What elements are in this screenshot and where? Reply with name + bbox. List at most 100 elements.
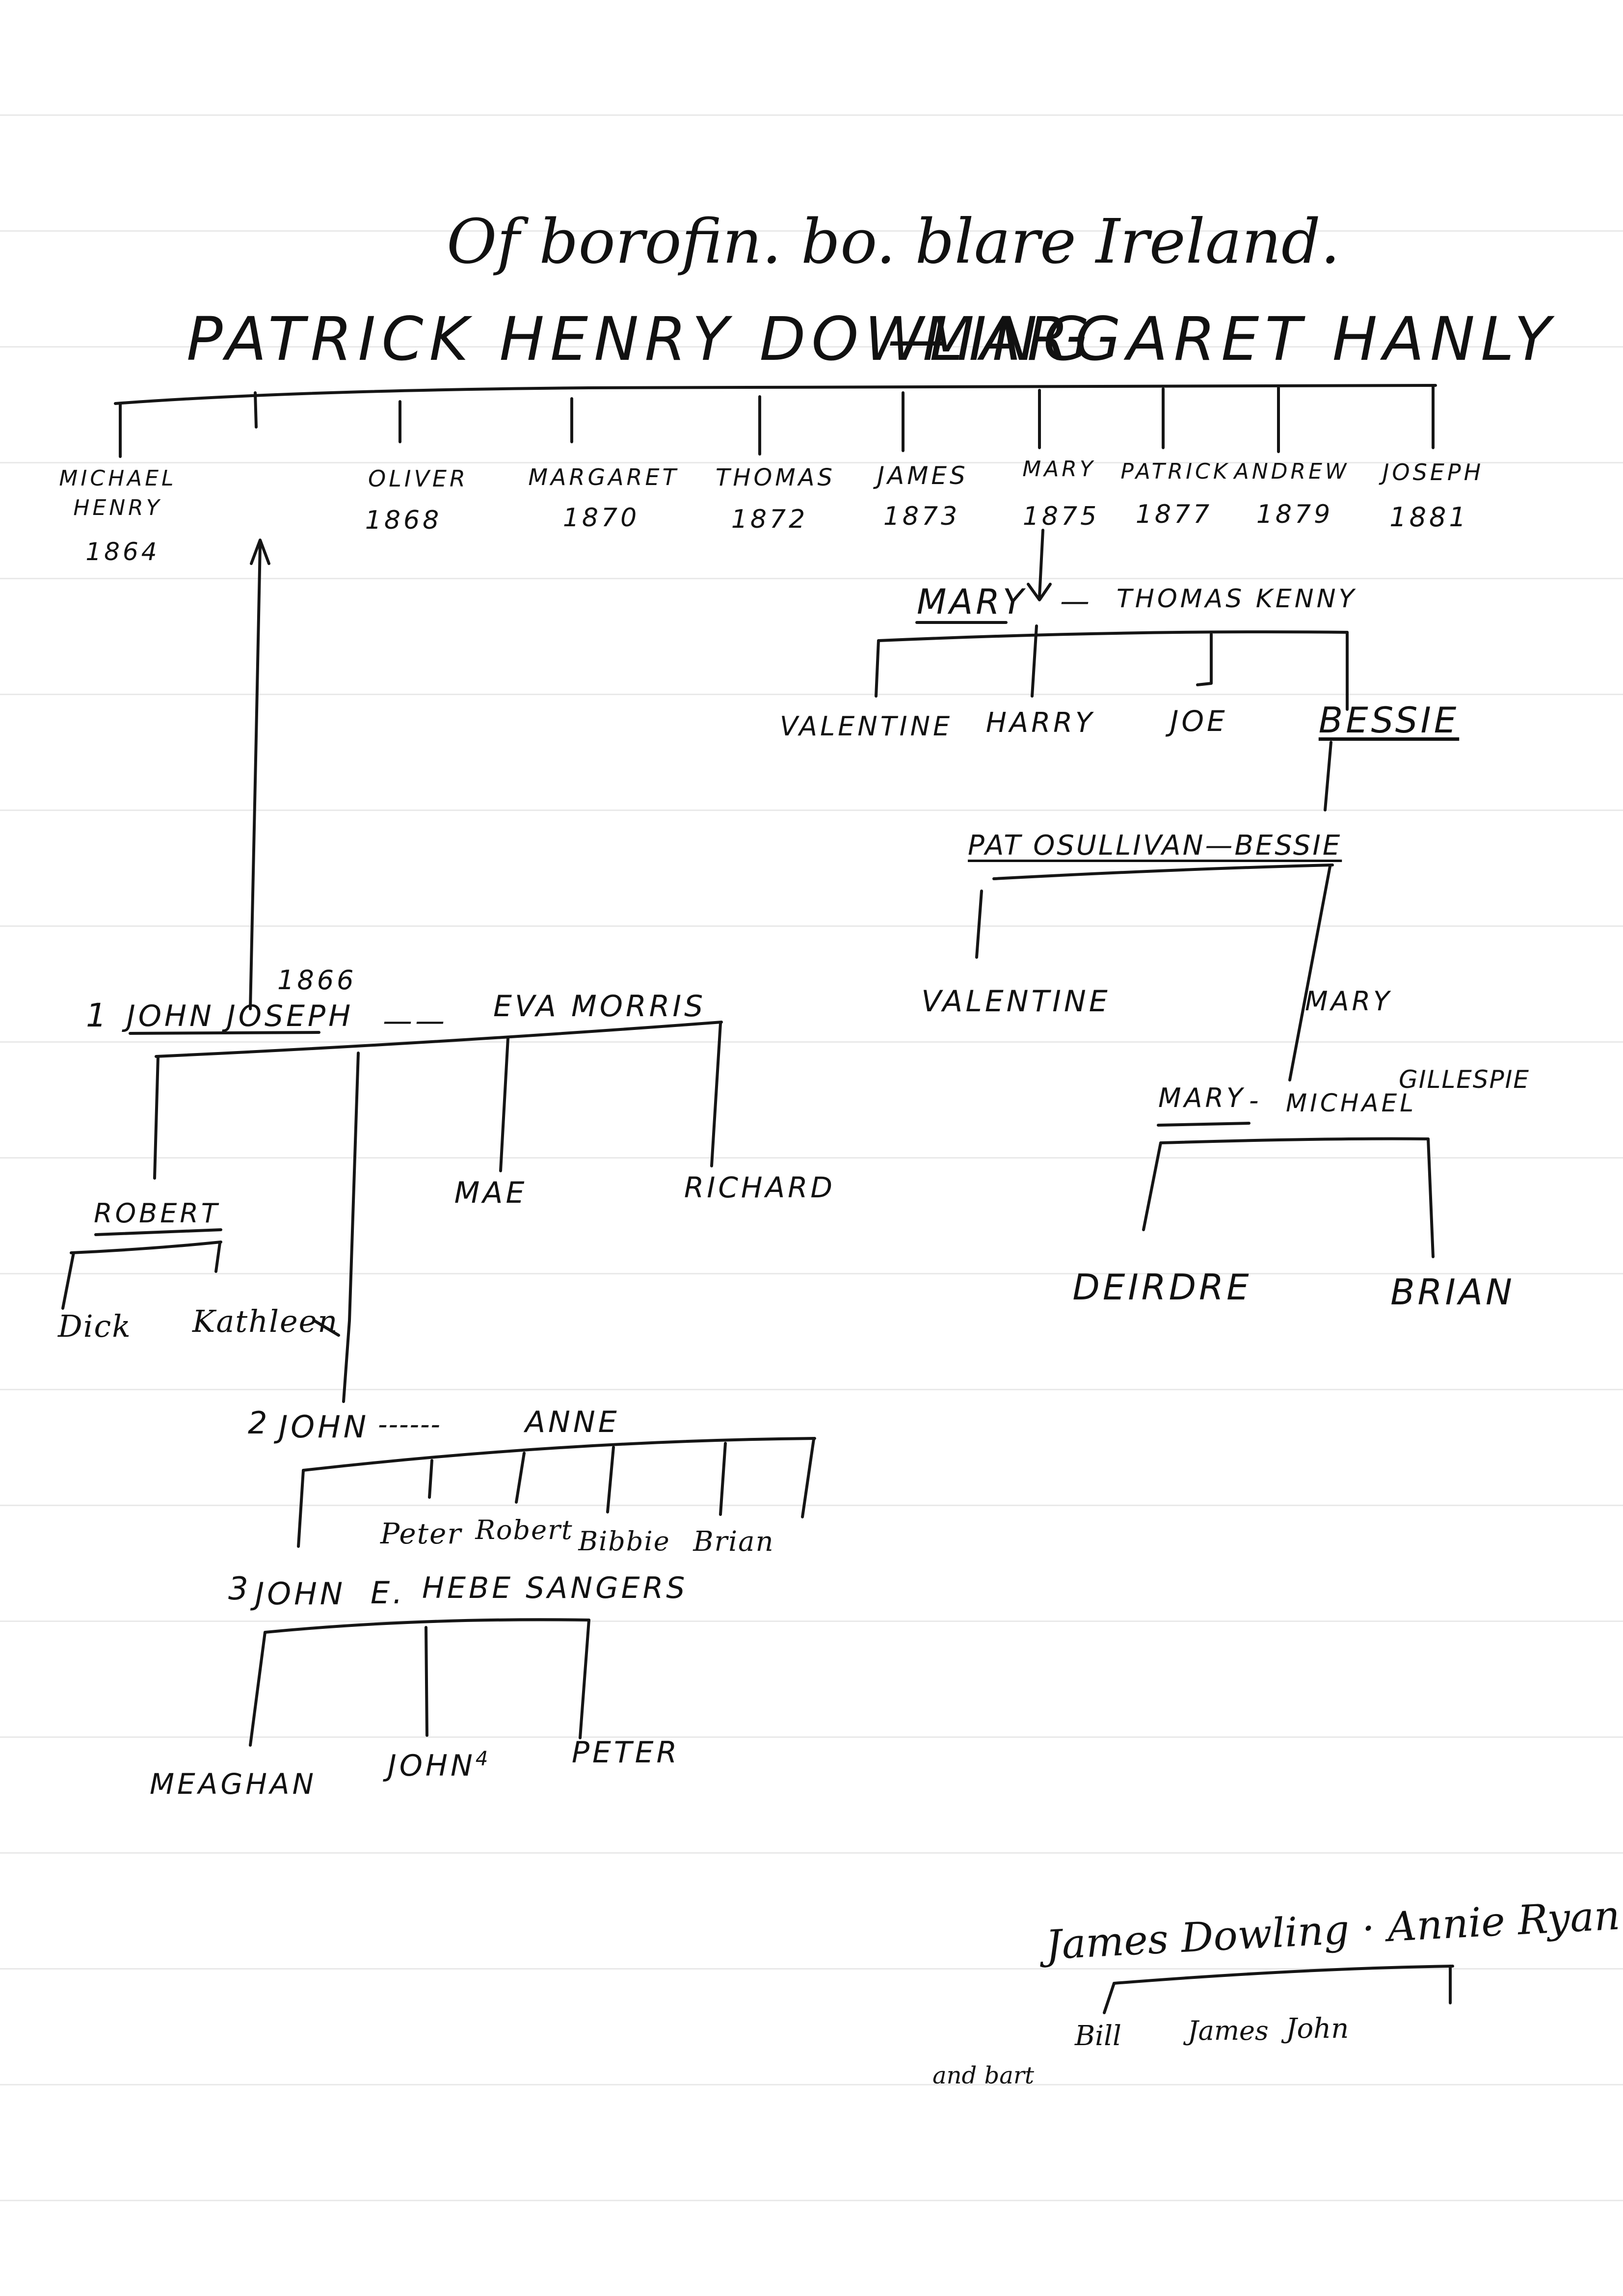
root-couple-separator: —	[887, 304, 950, 374]
gillespie-underline	[1157, 1122, 1251, 1127]
john3-child-john: JOHN4	[388, 1748, 491, 1783]
john1-drop-robert	[153, 1055, 160, 1180]
child-thomas: THOMAS	[716, 464, 835, 491]
child-mary-year: 1875	[1022, 502, 1100, 531]
john1-drop-richard	[710, 1022, 722, 1167]
kenny-couple-left: MARY	[917, 582, 1027, 622]
child-james: JAMES	[877, 461, 968, 490]
john2-drop-brian	[719, 1442, 727, 1516]
john2-child-peter: Peter	[380, 1517, 462, 1550]
john1-drop-john2	[342, 1052, 360, 1403]
kenny-couple-right: THOMAS KENNY	[1117, 584, 1357, 614]
john2-drop-peter	[428, 1459, 433, 1499]
john1-year: 1866	[277, 965, 357, 996]
john2-drop-robert	[515, 1452, 526, 1504]
john1-child-mae: MAE	[454, 1176, 528, 1210]
kenny-drop-valentine	[875, 639, 880, 698]
john3-child-peter: PETER	[571, 1735, 680, 1770]
osullivan-child-valentine: VALENTINE	[921, 984, 1111, 1019]
root-drop-john	[254, 391, 258, 429]
robert-underline	[94, 1228, 222, 1236]
child-andrew: ANDREW	[1234, 459, 1350, 484]
john3-separator: E.	[371, 1575, 405, 1611]
osullivan-drop-mary	[1288, 865, 1331, 1081]
place-heading: Of borofin. bo. blare Ireland.	[447, 206, 1340, 277]
child-thomas-year: 1872	[731, 505, 808, 534]
kathleen-hook	[313, 1319, 340, 1337]
child-margaret-year: 1870	[562, 503, 640, 533]
james-drop-bill	[1103, 1982, 1116, 2014]
robert-bar	[70, 1241, 222, 1254]
child-oliver-year: 1868	[365, 506, 442, 535]
james-child-james: James	[1188, 2015, 1269, 2046]
kenny-child-joe: JOE	[1170, 704, 1228, 738]
root-couple-husband: PATRICK HENRY DOWLING	[186, 304, 1095, 374]
john3-drop-john	[425, 1626, 428, 1737]
root-couple-wife: MARGARET HANLY	[923, 304, 1557, 374]
john1-child-robert: ROBERT	[94, 1198, 220, 1229]
john3-child-meaghan: MEAGHAN	[150, 1767, 317, 1801]
john3-child-john-name: JOHN	[388, 1749, 476, 1783]
osullivan-bar	[992, 864, 1334, 880]
child-patrick-year: 1877	[1135, 500, 1213, 529]
james-bar	[1113, 1965, 1454, 1985]
child-joseph: JOSEPH	[1382, 459, 1484, 486]
john2-separator: ------	[378, 1409, 441, 1440]
kenny-drop-harry	[1031, 624, 1038, 698]
child-mary: MARY	[1022, 457, 1096, 482]
john2-bar	[302, 1437, 816, 1472]
gillespie-couple-right: MICHAEL	[1286, 1089, 1417, 1117]
osullivan-child-mary: MARY	[1304, 986, 1393, 1017]
john3-drop-peter	[579, 1619, 590, 1739]
john2-child-bibbie: Bibbie	[578, 1526, 670, 1557]
kenny-child-valentine: VALENTINE	[779, 711, 953, 742]
john3-wife: HEBE SANGERS	[422, 1571, 688, 1605]
gillespie-bar	[1159, 1137, 1430, 1144]
gillespie-child-deirdre: DEIRDRE	[1072, 1267, 1252, 1308]
robert-child-kathleen: Kathleen	[192, 1303, 339, 1339]
john2-child-brian: Brian	[693, 1526, 774, 1558]
john2-prefix: 2	[248, 1405, 270, 1441]
gillespie-surname: GILLESPIE	[1399, 1065, 1530, 1094]
robert-drop-dick	[61, 1251, 75, 1310]
bessie-line	[1324, 741, 1332, 811]
james-child-john: John	[1286, 2013, 1349, 2045]
gillespie-couple-separator: -	[1249, 1085, 1262, 1116]
james-child-bill: Bill	[1075, 2020, 1121, 2052]
john2-drop-left	[297, 1469, 305, 1548]
john1-wife: EVA MORRIS	[493, 989, 706, 1024]
john3-bar	[264, 1618, 590, 1634]
john3-drop-meaghan	[249, 1631, 266, 1747]
john1-husband: JOHN JOSEPH	[127, 999, 354, 1033]
child-oliver: OLIVER	[368, 465, 468, 492]
john1-drop-mae	[499, 1037, 509, 1172]
john1-separator: ——	[383, 1004, 448, 1038]
child-james-year: 1873	[883, 502, 960, 531]
john3-prefix: 3	[228, 1571, 251, 1607]
kenny-child-harry: HARRY	[985, 707, 1095, 739]
john1-child-richard: RICHARD	[684, 1171, 836, 1204]
mary-arrow-head	[1027, 583, 1052, 601]
kenny-bar	[877, 630, 1349, 642]
child-michael-henry-year: 1864	[85, 538, 160, 566]
john1-prefix: 1	[86, 997, 109, 1034]
root-sibling-bar	[114, 384, 1437, 405]
john3-husband: JOHN	[255, 1576, 346, 1612]
osullivan-drop-valentine	[975, 890, 983, 959]
child-michael-henry: MICHAEL HENRY	[59, 466, 177, 520]
gillespie-couple-left: MARY	[1158, 1082, 1246, 1113]
john2-drop-right	[801, 1438, 815, 1518]
child-margaret: MARGARET	[528, 464, 679, 490]
robert-child-dick: Dick	[58, 1308, 132, 1344]
john1-bar	[155, 1021, 723, 1058]
child-andrew-year: 1879	[1256, 500, 1333, 529]
kenny-child-bessie: BESSIE	[1318, 700, 1460, 741]
john2-husband: JOHN	[279, 1409, 370, 1445]
john1-underline	[129, 1031, 320, 1035]
gillespie-drop-brian	[1427, 1137, 1435, 1258]
john3-child-john-superscript: 4	[475, 1748, 491, 1770]
kenny-couple-separator: —	[1060, 584, 1092, 619]
john2-drop-bibbie	[606, 1446, 615, 1513]
